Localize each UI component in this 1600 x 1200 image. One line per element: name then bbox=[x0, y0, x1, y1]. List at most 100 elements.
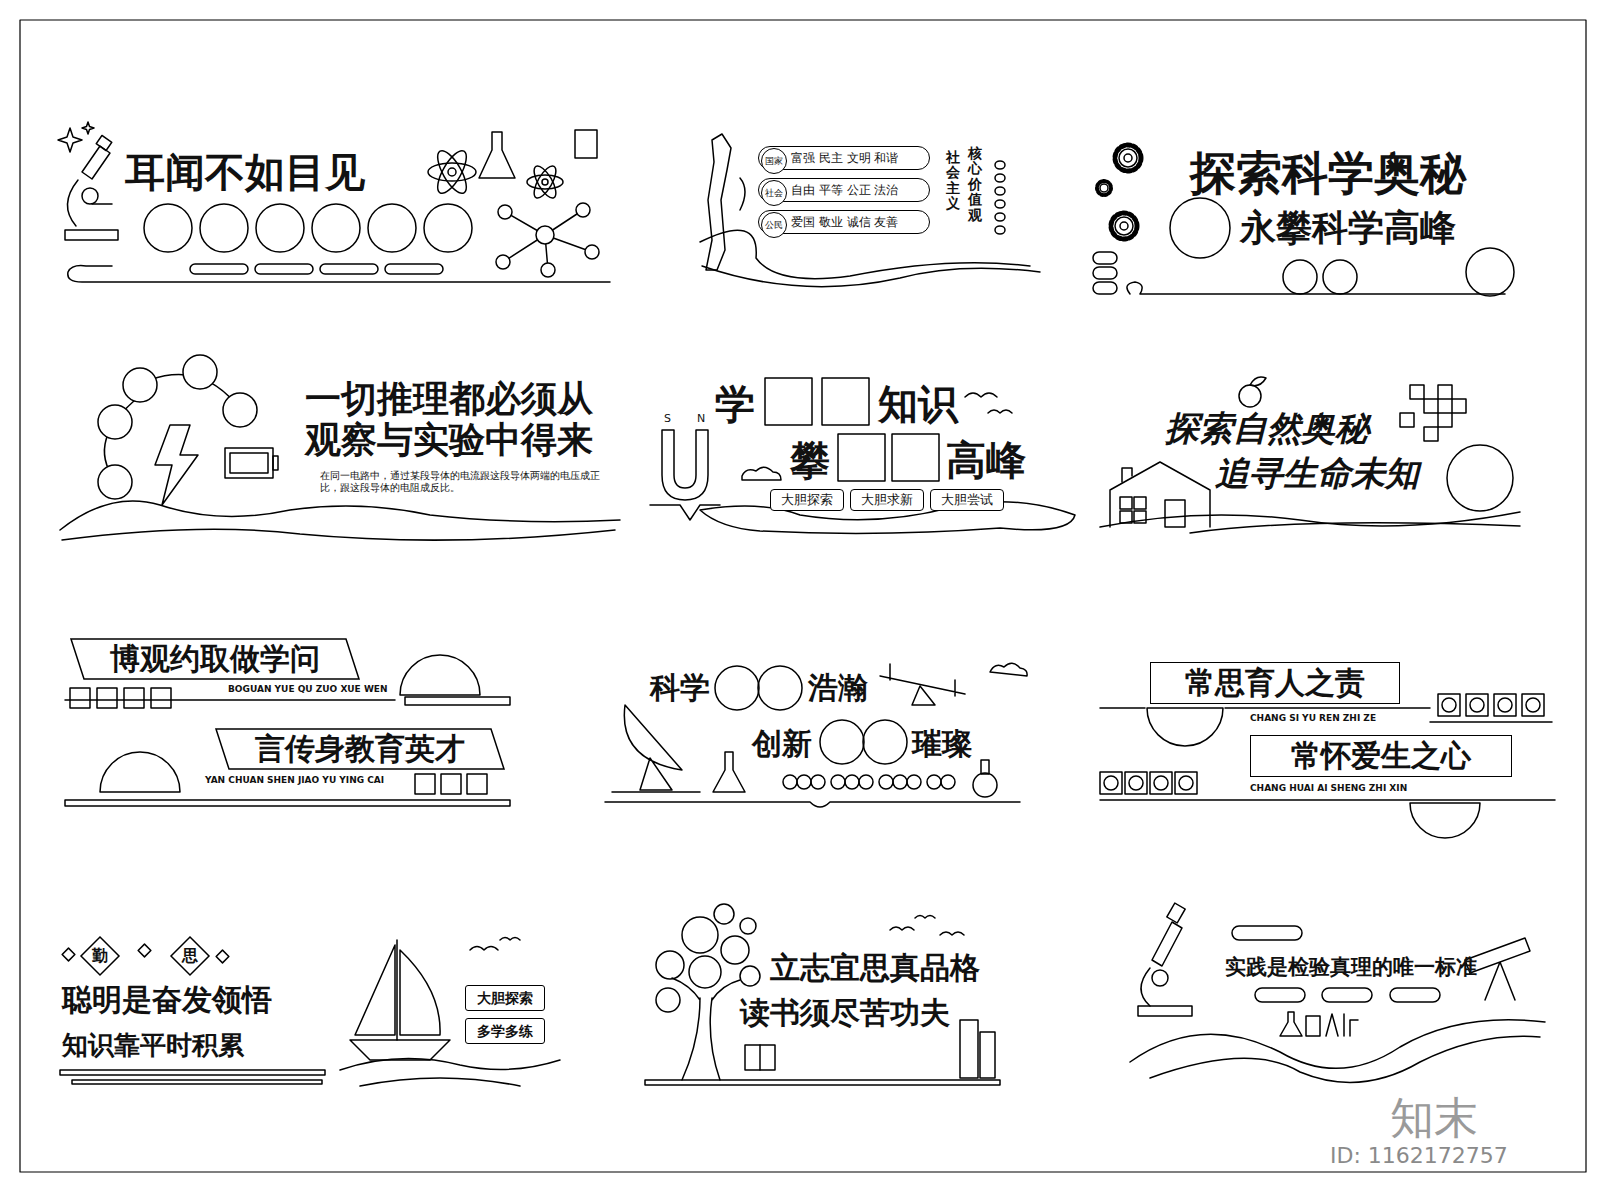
panel-teaching-banners bbox=[65, 699, 395, 701]
value-circle: 社会 bbox=[761, 180, 787, 206]
value-pill: 自由 平等 公正 法治社会 bbox=[758, 178, 930, 202]
panel-observation bbox=[255, 264, 313, 274]
panel-explore-science bbox=[1115, 217, 1133, 235]
panel-observation bbox=[527, 175, 563, 189]
panel-care-banners bbox=[1104, 776, 1118, 790]
panel-practice bbox=[1150, 1036, 1540, 1082]
panel-teaching-banners bbox=[65, 800, 510, 806]
panel-tree bbox=[745, 1045, 775, 1070]
panel-observation bbox=[96, 135, 112, 150]
panel-tree bbox=[915, 916, 935, 919]
panel-learn-knowledge bbox=[988, 410, 1012, 413]
panel-care-banners bbox=[1410, 803, 1480, 838]
panel-nature bbox=[1424, 399, 1438, 413]
panel-teaching-banners bbox=[124, 688, 144, 708]
panel-teaching-banners bbox=[405, 697, 510, 705]
panel-practice bbox=[1152, 922, 1182, 966]
panel-care-banners bbox=[1466, 694, 1488, 716]
title-banner: 言传身教育英才 bbox=[215, 728, 505, 770]
panel-teaching-banners bbox=[97, 688, 117, 708]
panel-science-vast bbox=[831, 775, 845, 789]
panel-care-banners bbox=[1100, 694, 1555, 838]
panel-observation bbox=[575, 130, 597, 158]
panel-tree bbox=[740, 918, 756, 934]
panel-teaching-banners bbox=[415, 774, 435, 794]
panel-observation bbox=[256, 204, 304, 252]
panel-observation bbox=[320, 264, 378, 274]
value-pill: 爱国 敬业 诚信 友善公民 bbox=[758, 210, 930, 234]
wall-title: 璀璨 bbox=[912, 726, 972, 762]
panel-practice bbox=[1130, 1020, 1545, 1069]
wall-title: 实践是检验真理的唯一标准 bbox=[1225, 955, 1477, 980]
panel-sailboat bbox=[60, 1070, 325, 1075]
pinyin-caption: BOGUAN YUE QU ZUO XUE WEN bbox=[228, 684, 388, 695]
panel-sailboat bbox=[397, 940, 440, 1040]
panel-care-banners bbox=[1470, 698, 1484, 712]
panel-practice bbox=[1322, 988, 1372, 1002]
diamond-outline bbox=[171, 937, 209, 975]
wall-title: 追寻生命未知 bbox=[1215, 453, 1419, 494]
panel-care-banners bbox=[1522, 694, 1544, 716]
panel-explore-science bbox=[1323, 260, 1357, 294]
panel-observation bbox=[68, 266, 610, 282]
panel-explore-science bbox=[1097, 181, 1111, 195]
panel-tree bbox=[672, 978, 740, 1080]
wall-title: 探索科学奥秘 bbox=[1190, 146, 1466, 201]
slogan-box: 大胆探索 bbox=[465, 985, 545, 1011]
panel-care-banners bbox=[1430, 721, 1552, 723]
panel-tree bbox=[890, 927, 914, 930]
title-banner: 常怀爱生之心 bbox=[1250, 735, 1512, 777]
panel-explore-science bbox=[1283, 260, 1317, 294]
pinyin-caption: CHANG HUAI AI SHENG ZHI XIN bbox=[1250, 783, 1407, 794]
panel-science-vast bbox=[845, 775, 859, 789]
panel-observation bbox=[479, 132, 515, 178]
panel-science-vast bbox=[713, 752, 745, 792]
panel-tree bbox=[714, 904, 734, 924]
panel-care-banners bbox=[1526, 698, 1540, 712]
panel-observation bbox=[530, 163, 560, 201]
panel-explore-science bbox=[1093, 267, 1117, 279]
panel-observation bbox=[498, 205, 512, 219]
panel-observation bbox=[144, 204, 192, 252]
panel-observation bbox=[536, 226, 554, 244]
panel-observation bbox=[448, 168, 456, 176]
node-text: 常思育人之责 bbox=[1185, 665, 1365, 701]
panel-science-vast bbox=[927, 775, 941, 789]
wall-subtitle: 永攀科学高峰 bbox=[1240, 206, 1456, 249]
panel-observation bbox=[576, 203, 590, 217]
panel-learn-knowledge bbox=[662, 430, 708, 500]
panel-tree bbox=[656, 951, 684, 979]
body-note: 在同一电路中，通过某段导体的电流跟这段导体两端的电压成正比，跟这段导体的电阻成反… bbox=[320, 470, 605, 495]
panel-sailboat bbox=[60, 938, 560, 1087]
panel-observation bbox=[65, 230, 118, 240]
panel-explore-science bbox=[1093, 282, 1117, 294]
slogan-box: 多学多练 bbox=[465, 1018, 545, 1044]
panel-nature bbox=[1120, 497, 1132, 509]
panel-tree bbox=[656, 988, 680, 1012]
panel-science-vast bbox=[990, 663, 1027, 676]
value-circle: 国家 bbox=[761, 148, 787, 174]
panel-reasoning bbox=[230, 453, 268, 473]
panel-teaching-banners bbox=[151, 688, 171, 708]
wall-title: 知识 bbox=[878, 380, 958, 428]
panel-science-vast bbox=[605, 663, 1027, 807]
panel-observation bbox=[496, 255, 510, 269]
vertical-title: 核心价值观 bbox=[968, 146, 982, 223]
panel-observation bbox=[385, 264, 443, 274]
panel-tree bbox=[721, 936, 749, 964]
panel-science-vast bbox=[811, 775, 825, 789]
panel-teaching-banners bbox=[467, 774, 487, 794]
magnet-pole: N bbox=[697, 412, 705, 425]
panel-learn-knowledge bbox=[822, 378, 869, 425]
panel-observation bbox=[368, 204, 416, 252]
panel-reasoning bbox=[98, 405, 132, 439]
panel-practice bbox=[1255, 988, 1305, 1002]
panel-tree bbox=[980, 1032, 995, 1078]
value-circle: 公民 bbox=[761, 212, 787, 238]
panel-learn-knowledge bbox=[838, 434, 885, 481]
char-diamond: 思 bbox=[170, 936, 210, 976]
node-text: 爱国 敬业 诚信 友善 bbox=[791, 215, 898, 229]
panel-tree bbox=[645, 904, 1000, 1085]
panel-tree bbox=[759, 1045, 761, 1070]
node-text: 博观约取做学问 bbox=[110, 641, 320, 677]
